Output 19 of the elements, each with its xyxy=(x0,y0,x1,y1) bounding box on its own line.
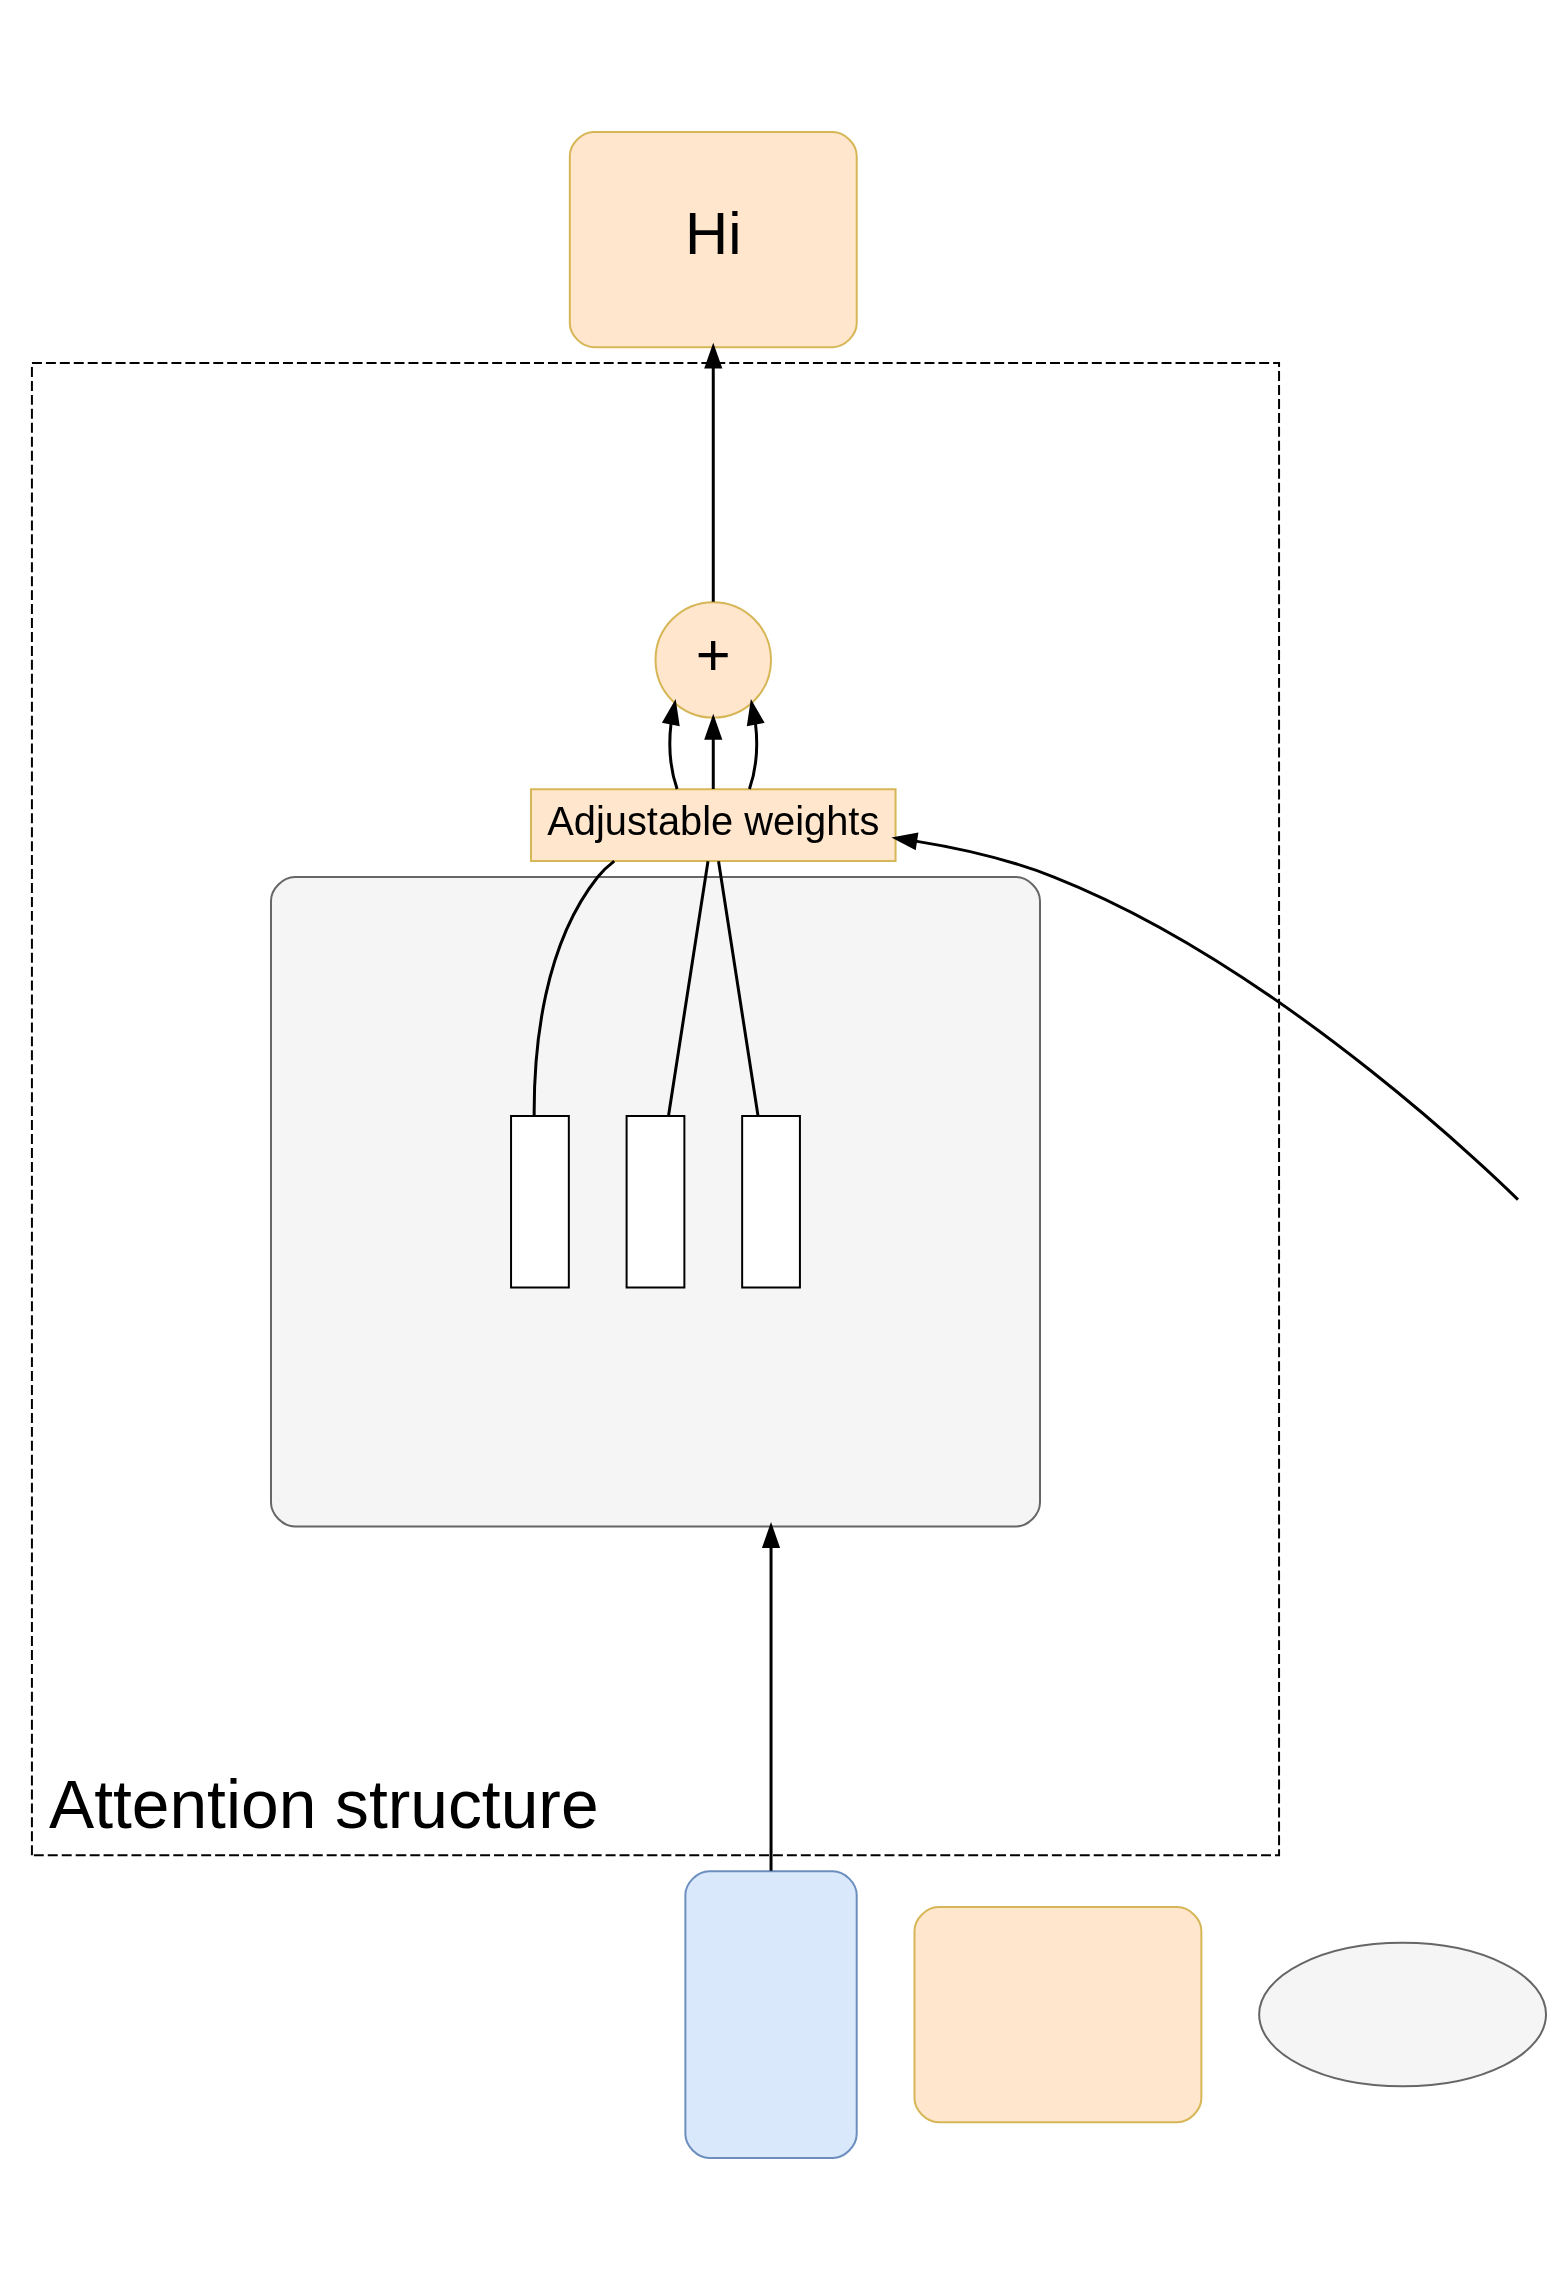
arrow xyxy=(746,699,765,790)
node-box xyxy=(684,1870,858,2160)
arrow xyxy=(761,1521,781,1871)
node-circle: + xyxy=(654,601,772,719)
node-bar xyxy=(625,1115,686,1289)
node-bar xyxy=(741,1115,801,1289)
node-ellipse xyxy=(1258,1941,1547,2088)
connector xyxy=(532,859,616,1116)
node-box: Hi xyxy=(568,130,858,349)
node-box: Adjustable weights xyxy=(529,788,897,863)
connector xyxy=(717,860,760,1116)
arrow xyxy=(661,699,680,790)
connector xyxy=(667,861,710,1116)
cluster xyxy=(270,876,1041,1528)
arrow xyxy=(704,342,723,602)
arrow xyxy=(891,832,1519,1201)
node-box xyxy=(913,1906,1203,2124)
node-bar xyxy=(510,1115,570,1289)
arrow xyxy=(704,713,723,789)
